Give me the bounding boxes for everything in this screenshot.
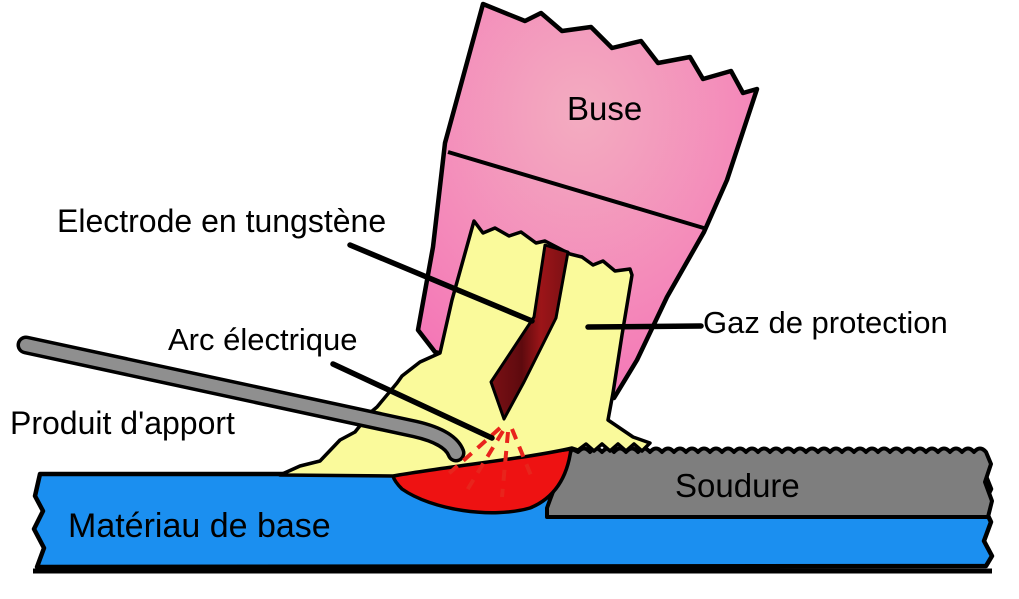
nozzle-rim-line [447,150,708,231]
leader-line-electrode [347,242,535,324]
label-electrode: Electrode en tungstène [57,203,386,239]
arc-dash-1 [443,426,502,479]
filler-rod [20,339,462,459]
arc-dash-lines [443,426,534,498]
label-shielding-gas: Gaz de protection [703,305,948,340]
leader-line-gas [585,323,704,330]
label-filler-rod: Produit d'apport [10,405,235,441]
tungsten-electrode-shape [489,243,570,421]
label-arc: Arc électrique [168,322,358,357]
arc-dash-2 [464,429,505,494]
label-weld: Soudure [675,467,800,504]
weld-bead-shape [545,446,994,519]
arc-dash-4 [510,428,534,479]
leader-line-arc [330,361,495,441]
arc-dash-3 [500,431,510,498]
label-base-material: Matériau de base [68,507,331,545]
label-nozzle: Buse [567,90,642,127]
